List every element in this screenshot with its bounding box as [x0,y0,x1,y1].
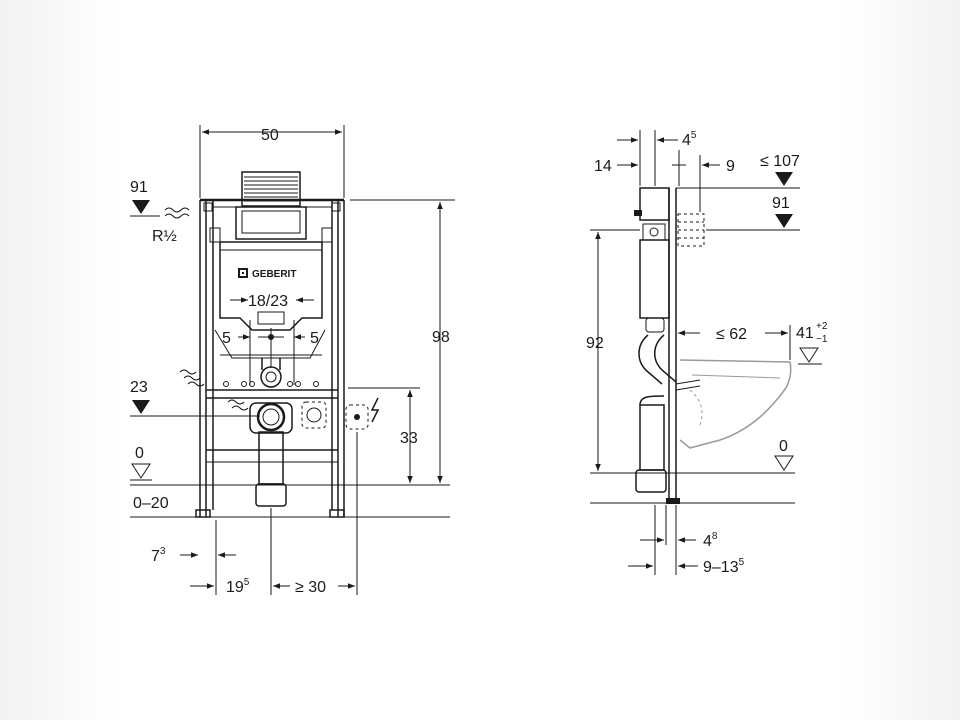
electrical-socket-icon [345,397,380,430]
front-floor-reference: 0 0–20 [130,445,169,512]
projection-dimension [678,325,791,360]
side-top-references: ≤ 107 91 [760,153,800,228]
brand-logo: GEBERIT [238,268,296,280]
seat-tol-plus: +2 [816,321,828,332]
installation-frame [195,198,345,518]
top-ref-label: 91 [130,179,148,196]
front-floor-lines [130,484,450,518]
side-floor-reference: 0 [774,438,794,471]
side-drain-pipe [635,334,701,493]
side-height-dimension [590,229,640,471]
actuator-rods [223,320,319,387]
side-view: 45 14 9 ≤ 107 91 92 ≤ 62 [586,130,828,576]
side-frame [634,187,680,504]
projection-label: ≤ 62 [716,326,747,343]
cistern [214,241,326,359]
waste-outlet [249,402,293,507]
side-flush-plate [677,213,705,247]
offset-left-label: 5 [222,330,231,347]
side-floor-ref-label: 0 [779,438,788,455]
electrical-height-label: 33 [400,430,418,447]
right-edge-shade [840,0,960,720]
side-top-dimensions [617,130,800,231]
side-bottom-dimensions [628,505,698,575]
top-reference: 91 R½ [130,179,177,245]
side-height-label: 92 [586,335,604,352]
seat-height-reference: 41 +2 −1 [796,321,828,365]
side-dim-bottom-1-label: 48 [703,531,718,550]
max-top-label: ≤ 107 [760,153,800,170]
front-view: GEBERIT [130,125,455,596]
mid-ref-label: 23 [130,379,148,396]
front-floor-ref-label: 0 [135,445,144,462]
width-dimension [199,125,345,198]
water-inlet [260,358,282,388]
water-icon-mid [179,369,249,411]
mid-reference: 23 [130,379,260,417]
side-dim-top-label: 45 [682,130,697,149]
seat-tol-minus: −1 [816,334,828,345]
supply-label: R½ [152,228,177,245]
side-dim-bottom-2-label: 9–135 [703,557,745,576]
side-dim-9-label: 9 [726,158,735,175]
left-edge-shade [0,0,120,720]
water-supply-icon [164,207,190,219]
electrical-height-dimension [348,387,420,483]
width-label: 50 [261,127,279,144]
side-ref-91-label: 91 [772,195,790,212]
wc-bowl [679,359,792,449]
side-floor-lines [590,472,795,504]
flush-plate [235,171,307,240]
dim-b-label: 195 [226,577,250,596]
dim-a-label: 73 [151,546,166,565]
bolt-spacing-label: 18/23 [248,293,288,310]
height-dimension [350,199,455,483]
seat-height-label: 41 [796,325,814,342]
brand-name: GEBERIT [252,269,296,280]
side-dim-14-label: 14 [594,158,612,175]
dashed-fitting [301,401,327,429]
floor-range-label: 0–20 [133,495,169,512]
bottom-dimensions [180,432,358,595]
dim-c-label: ≥ 30 [295,579,326,596]
offset-right-label: 5 [310,330,319,347]
height-label: 98 [432,329,450,346]
